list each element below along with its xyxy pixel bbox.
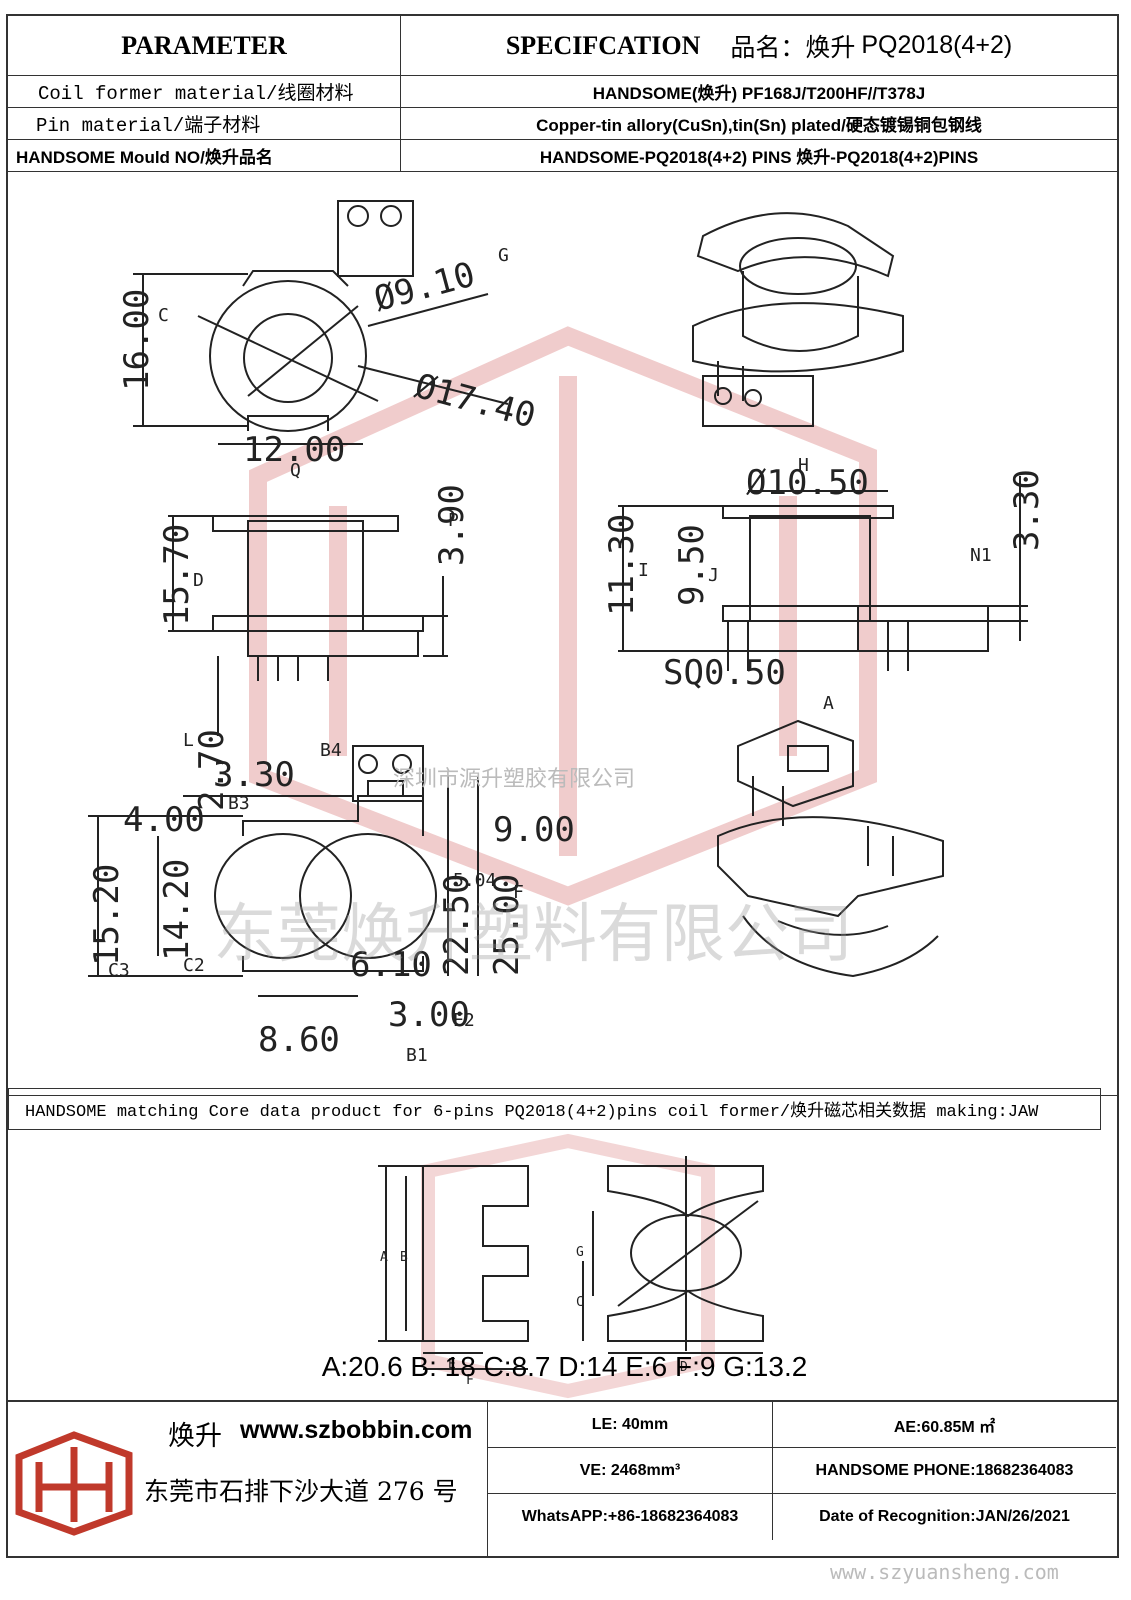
whatsapp-value: WhatsAPP:+86-18682364083	[488, 1494, 773, 1540]
dim-phi-10-50: Ø10.50	[746, 463, 869, 503]
watermark-url: www.szyuansheng.com	[830, 1560, 1059, 1584]
dim-label-n1: N1	[970, 545, 992, 566]
dim-label-p: P	[448, 510, 459, 531]
dim-11-30: 11.30	[602, 514, 642, 616]
dim-label-b4: B4	[320, 740, 342, 761]
ae-value: AE:60.85M ㎡	[773, 1402, 1116, 1448]
coil-material-label: Coil former material/线圈材料	[8, 76, 401, 107]
row-coil-material: Coil former material/线圈材料 HANDSOME(焕升) P…	[8, 76, 1117, 108]
watermark-logo	[249, 326, 877, 906]
dim-label-d: D	[193, 570, 204, 591]
dim-2-70: 2.70	[192, 729, 232, 811]
dim-3-30-right: 3.30	[1007, 469, 1047, 551]
top-view	[133, 200, 509, 445]
dim-4-00: 4.00	[123, 800, 205, 840]
dim-8-60: 8.60	[258, 1020, 340, 1060]
dim-12: 12.00	[243, 430, 345, 470]
dim-label-c2: C2	[183, 955, 205, 976]
website-link[interactable]: www.szbobbin.com	[240, 1416, 473, 1444]
le-value: LE: 40mm	[488, 1402, 773, 1448]
spec-sheet: PARAMETER SPECIFCATION 品名：焕升 PQ2018(4+2)…	[6, 14, 1119, 1558]
watermark-small: 深圳市源升塑胶有限公司	[393, 767, 635, 792]
dim-label-c: C	[158, 305, 169, 326]
dim-9-50: 9.50	[672, 524, 712, 606]
bottom-view	[88, 745, 479, 997]
isometric-view-bottom	[717, 719, 944, 978]
dim-sq-0-50: SQ0.50	[663, 653, 786, 693]
pin-material-label: Pin material/端子材料	[8, 108, 401, 139]
dim-label-c3: C3	[108, 960, 130, 981]
core-label-e: E	[448, 1357, 456, 1372]
pin-material-value: Copper-tin allory(CuSn),tin(Sn) plated/硬…	[536, 116, 982, 135]
dim-label-g: G	[498, 245, 509, 266]
dim-3-30: 3.30	[213, 755, 295, 795]
core-label-c: C	[576, 1295, 584, 1310]
coil-material-value: HANDSOME(焕升) PF168J/T200HF//T378J	[592, 84, 926, 103]
core-values: A:20.6 B: 18 C:8.7 D:14 E:6 F:9 G:13.2	[321, 1351, 808, 1382]
spec-header: SPECIFCATION 品名：焕升 PQ2018(4+2)	[401, 16, 1117, 75]
dim-label-b3: B3	[228, 793, 250, 814]
company-address: 东莞市石排下沙大道 276 号	[144, 1477, 458, 1506]
core-label-a: A	[380, 1250, 388, 1265]
date-value: Date of Recognition:JAN/26/2021	[819, 1508, 1070, 1525]
core-watermark	[421, 1133, 715, 1399]
parameter-header: PARAMETER	[8, 16, 401, 75]
product-name-label: 品名：焕升	[730, 32, 856, 62]
header-row: PARAMETER SPECIFCATION 品名：焕升 PQ2018(4+2)	[8, 16, 1117, 76]
dim-3-00: 3.00	[388, 995, 470, 1035]
core-label-g: G	[576, 1245, 584, 1260]
dim-16: 16.00	[117, 289, 157, 391]
core-label-b: B	[400, 1250, 408, 1265]
mould-no-value: HANDSOME-PQ2018(4+2) PINS 焕升-PQ2018(4+2)…	[539, 148, 979, 167]
core-label-d: D	[680, 1360, 688, 1375]
dim-9-00: 9.00	[493, 810, 575, 850]
dim-5-04: 5.04	[453, 870, 496, 891]
core-data-title: HANDSOME matching Core data product for …	[8, 1088, 1101, 1130]
dim-3-90: 3.90	[432, 484, 472, 566]
footer: 焕升 www.szbobbin.com 东莞市石排下沙大道 276 号 LE: …	[8, 1401, 1117, 1557]
row-pin-material: Pin material/端子材料 Copper-tin allory(CuSn…	[8, 108, 1117, 140]
mould-no-label: HANDSOME Mould NO/焕升品名	[8, 140, 401, 171]
footer-company: 焕升 www.szbobbin.com 东莞市石排下沙大道 276 号	[8, 1402, 488, 1557]
company-logo-icon	[15, 1431, 133, 1536]
core-side-view	[378, 1165, 529, 1370]
dim-15-70: 15.70	[157, 524, 197, 626]
dim-22-50: 22.50	[437, 874, 477, 976]
technical-drawing: 16.00 C Ø9.10 G Ø17.40 12.00 Q 15.70 D 3…	[8, 176, 1117, 1096]
dim-label-i: I	[638, 560, 649, 581]
core-svg: A B E F G C D	[378, 1133, 764, 1399]
side-view	[618, 476, 1028, 671]
dim-label-f: F	[513, 882, 524, 903]
isometric-view-top	[692, 212, 904, 427]
core-drawing: A B E F G C D	[8, 1131, 1117, 1401]
dim-label-j: J	[708, 565, 719, 586]
dim-label-l: L	[183, 730, 194, 751]
row-mould-no: HANDSOME Mould NO/焕升品名 HANDSOME-PQ2018(4…	[8, 140, 1117, 172]
brand-name: 焕升	[168, 1421, 222, 1452]
phone-value: HANDSOME PHONE:18682364083	[773, 1448, 1116, 1494]
dim-label-b1: B1	[406, 1045, 428, 1066]
footer-grid: LE: 40mm AE:60.85M ㎡ VE: 2468mm³ HANDSOM…	[488, 1402, 1119, 1557]
dim-label-e2: E2	[453, 1010, 475, 1031]
dim-label-h: H	[798, 455, 809, 476]
dim-15-20: 15.20	[87, 864, 127, 966]
front-view	[168, 515, 448, 736]
dim-25-00: 25.00	[487, 874, 527, 976]
core-front-view	[582, 1156, 764, 1354]
dim-6-10: 6.10	[350, 945, 432, 985]
dim-14-20: 14.20	[157, 859, 197, 961]
spec-label: SPECIFCATION	[505, 30, 701, 60]
watermark-large: 东莞焕升塑料有限公司	[213, 898, 853, 972]
dim-label-a: A	[823, 693, 834, 714]
core-label-f: F	[466, 1373, 474, 1388]
product-name-value: PQ2018(4+2)	[861, 31, 1013, 59]
ve-value: VE: 2468mm³	[488, 1448, 773, 1494]
dim-label-q: Q	[290, 460, 301, 481]
drawing-svg: 16.00 C Ø9.10 G Ø17.40 12.00 Q 15.70 D 3…	[87, 200, 1047, 1066]
